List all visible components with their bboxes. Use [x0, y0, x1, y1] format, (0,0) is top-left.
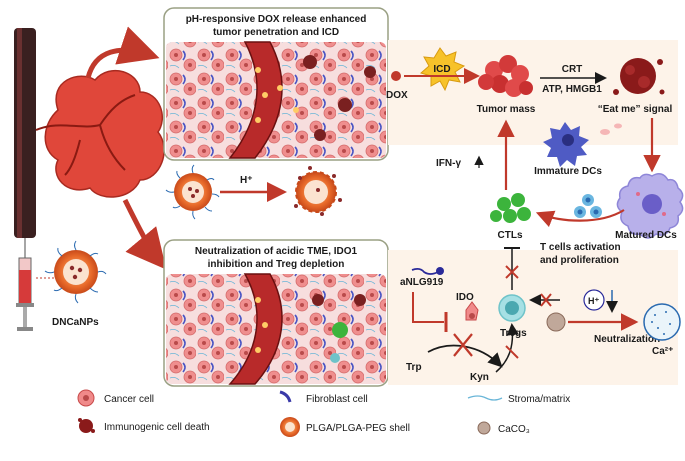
ctl-cluster [490, 193, 531, 223]
dox-label: DOX [386, 90, 408, 101]
kyn-to-treg-arrow [495, 323, 519, 373]
h-plus-label-right: H⁺ [588, 296, 599, 306]
ifn-gamma-label: IFN-γ [436, 158, 461, 169]
eat-me-label: “Eat me” signal [598, 104, 673, 115]
immature-dcs-label: Immature DCs [534, 166, 602, 177]
dncanps-nanoparticle [36, 240, 107, 304]
t-cells-small [574, 194, 602, 218]
bottom-panel-title-line1: Neutralization of acidic TME, IDO1 [195, 246, 358, 257]
bottom-panel [163, 239, 389, 387]
np-intact [165, 164, 220, 220]
dying-cell [613, 58, 665, 95]
tregs-label: Tregs [500, 328, 527, 339]
trp-kyn-blocked-x [453, 333, 473, 357]
syringe-icon [16, 238, 34, 331]
ido-label: IDO [456, 292, 474, 303]
icd-burst [419, 47, 466, 92]
ido-enzyme [465, 301, 479, 321]
ca-dish [643, 303, 681, 341]
top-panel [163, 7, 389, 161]
caco3-particle [546, 312, 566, 332]
legend-fibroblast: Fibroblast cell [306, 394, 368, 405]
matured-dc-cell [616, 173, 684, 239]
anlg919-inhibit-line [412, 292, 444, 323]
matured-dcs-label: Matured DCs [615, 230, 677, 241]
t-cells-label-line1: T cells activation [540, 242, 621, 253]
dc-to-ctl-arrow [535, 209, 625, 228]
crt-label: CRT [562, 64, 583, 75]
mechanism-bg-bottom [388, 250, 678, 385]
kyn-label: Kyn [470, 372, 489, 383]
arrow-to-bottom-panel [122, 198, 167, 270]
ctls-label: CTLs [498, 230, 523, 241]
icd-label: ICD [433, 64, 450, 75]
tumor-mass-cluster [478, 55, 533, 97]
dncanps-label: DNCaNPs [52, 317, 99, 328]
legend-cancer-cell: Cancer cell [104, 394, 154, 405]
anlg919-molecule [411, 267, 444, 275]
ca-label: Ca²⁺ [652, 346, 673, 357]
legend-stroma: Stroma/matrix [508, 394, 570, 405]
dox-molecule [391, 71, 401, 81]
tumor-illustration [35, 69, 165, 198]
tumor-mass-label: Tumor mass [477, 104, 536, 115]
anlg919-label: aNLG919 [400, 277, 444, 288]
legend-shell: PLGA/PLGA-PEG shell [306, 423, 410, 434]
atp-hmgb1-label: ATP, HMGB1 [542, 84, 602, 95]
kyn-treg-blocked-slash [505, 345, 519, 359]
np-burst [294, 166, 342, 216]
legend-caco3: CaCO₃ [498, 424, 530, 435]
top-panel-title-line1: pH-responsive DOX release enhanced [186, 14, 367, 25]
h-plus-bubble [583, 289, 605, 311]
top-panel-title-line2: tumor penetration and ICD [213, 27, 339, 38]
t-cells-label-line2: and proliferation [540, 255, 619, 266]
neutralization-label: Neutralization [594, 334, 660, 345]
bottom-panel-title-line2: inhibition and Treg depletion [208, 259, 345, 270]
arrow-to-top-panel [85, 26, 160, 79]
legend-icd-death: Immunogenic cell death [104, 422, 210, 433]
legend [77, 389, 503, 437]
immature-dc-cell [543, 122, 589, 167]
h-plus-label-middle: H⁺ [240, 175, 253, 186]
trp-label: Trp [406, 362, 422, 373]
treg-inhibit-blocked-x [505, 265, 519, 279]
ph-to-treg-blocked-x [540, 293, 552, 307]
treg-cell [498, 294, 526, 322]
